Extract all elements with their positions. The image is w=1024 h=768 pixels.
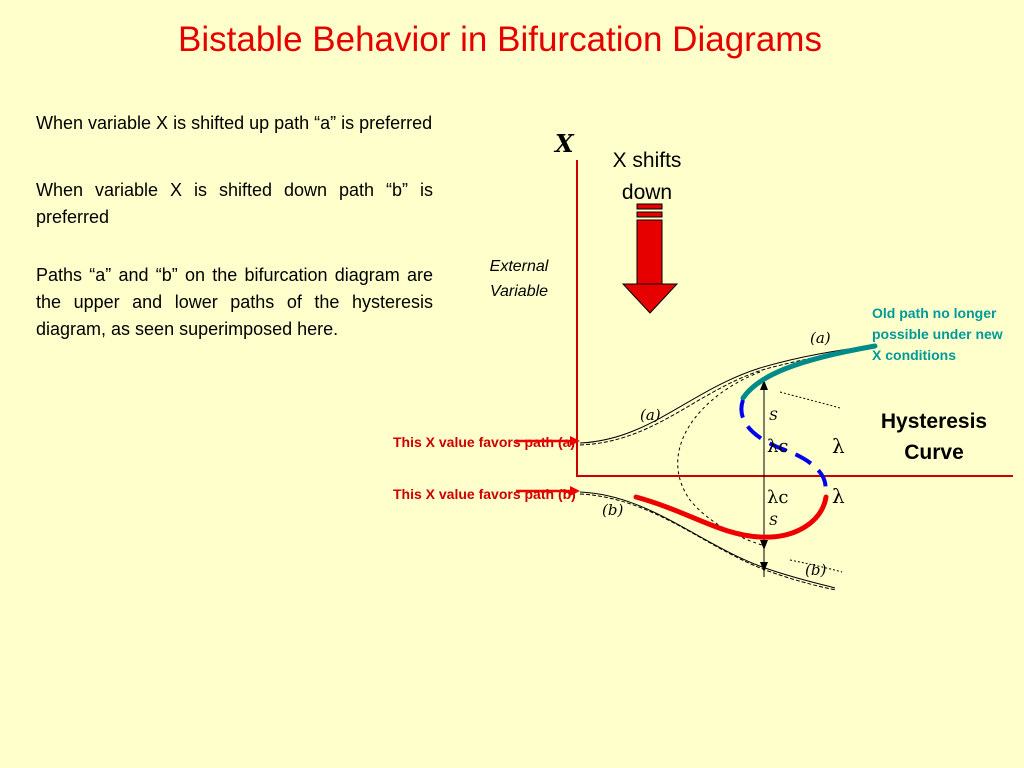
upper-branch-line <box>579 345 871 444</box>
label-b-left: (b) <box>602 501 623 519</box>
favor-a-pointer-arrow <box>516 436 580 446</box>
base-bifurcation-curves <box>579 345 871 591</box>
label-lambda-c-lower: λc <box>767 487 789 508</box>
y-axis-label: X <box>553 129 575 158</box>
lower-branch-line <box>579 491 836 589</box>
lower-branch-dashed <box>579 493 837 591</box>
page-title: Bistable Behavior in Bifurcation Diagram… <box>178 20 822 59</box>
favor-path-a-label: This X value favors path (a) <box>393 434 576 450</box>
upper-dotted-branch <box>779 391 841 409</box>
path-b-red <box>633 494 829 540</box>
paragraph-shift-down: When variable X is shifted down path “b”… <box>36 180 433 227</box>
lower-dotted-branch <box>789 559 843 573</box>
unstable-branch-dashed <box>677 371 763 546</box>
hysteresis-jump-line <box>760 378 768 577</box>
external-variable-label: External Variable <box>489 258 549 300</box>
unstable-path-blue-dashed <box>739 399 828 493</box>
path-a-teal <box>740 343 878 401</box>
label-s-upper: S <box>769 409 778 424</box>
old-path-note: Old path no longer possible under new X … <box>872 305 1003 363</box>
paragraph-paths-explanation: Paths “a” and “b” on the bifurcation dia… <box>36 265 433 339</box>
label-a-top: (a) <box>810 329 831 347</box>
favor-b-pointer-arrow <box>516 486 580 496</box>
label-lambda-right: λ <box>832 434 845 458</box>
label-s-lower: S <box>769 514 778 529</box>
upper-branch-dashed <box>579 347 871 446</box>
label-b-bottom: (b) <box>805 561 826 579</box>
shift-down-arrow-icon <box>621 203 679 314</box>
label-lambda-lower: λ <box>832 484 845 508</box>
hysteresis-curve-label: Hysteresis Curve <box>880 410 988 464</box>
label-lambda-c-upper: λc <box>767 436 789 457</box>
paragraph-shift-up: When variable X is shifted up path “a” i… <box>36 113 433 133</box>
x-shifts-down-label: X shifts down <box>612 149 682 204</box>
label-a-left: (a) <box>640 406 661 424</box>
